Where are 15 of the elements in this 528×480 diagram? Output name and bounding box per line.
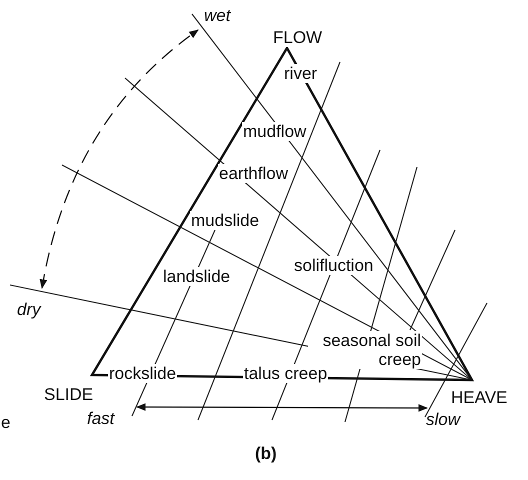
region-label: mudslide — [190, 211, 260, 230]
region-label: seasonal soil creep — [308, 331, 422, 369]
axis-label: fast — [86, 409, 116, 428]
caption: (b) — [254, 444, 278, 463]
corner-label: FLOW — [272, 28, 324, 47]
region-label: rockslide — [108, 364, 178, 383]
axis-label: slow — [425, 410, 462, 429]
region-label: river — [283, 64, 318, 83]
region-label: talus creep — [243, 364, 328, 383]
axis-label: wet — [203, 6, 232, 25]
region-label: landslide — [162, 267, 232, 286]
region-label: solifluction — [293, 256, 374, 275]
region-label: earthflow — [218, 164, 289, 183]
region-label: mudflow — [242, 122, 308, 141]
axis-label: dry — [16, 300, 42, 319]
